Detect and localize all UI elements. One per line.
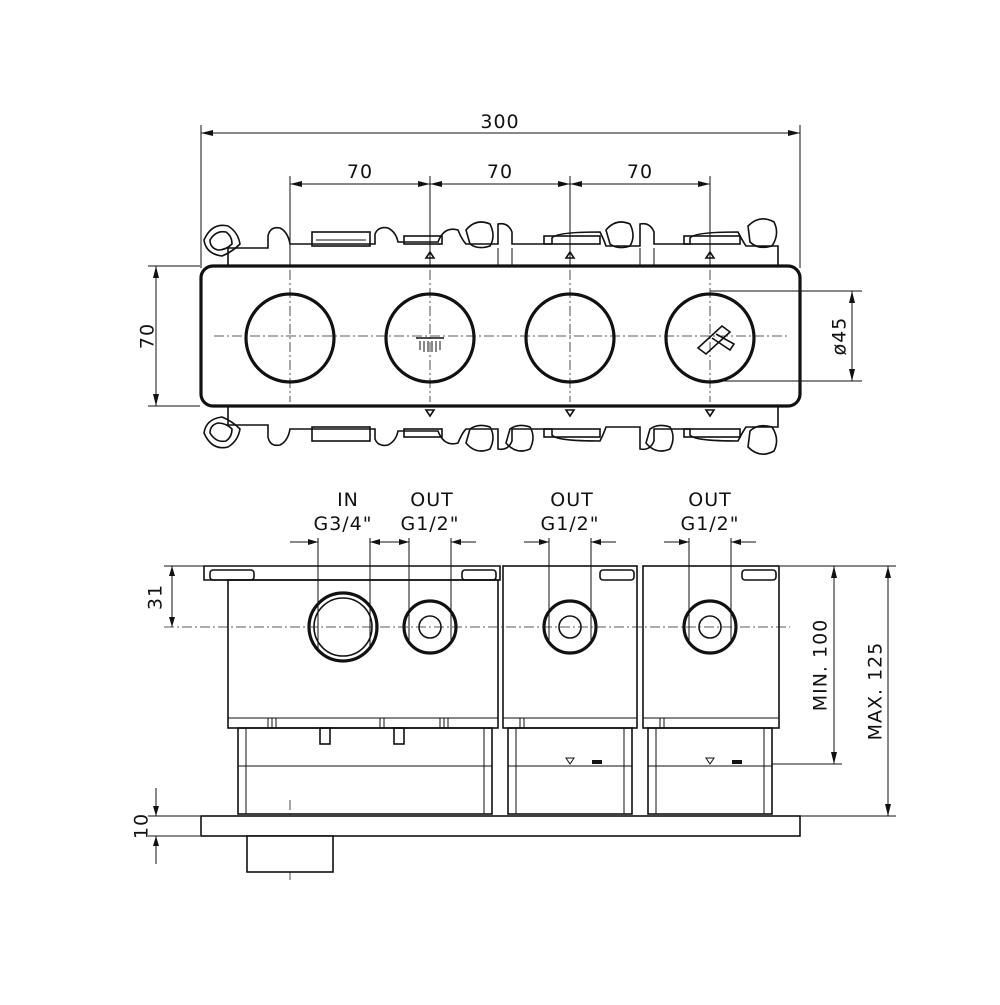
dim-spacing: 70 70 70: [289, 161, 711, 270]
port-1-type: IN: [337, 489, 359, 511]
dim-spacing-1: 70: [347, 161, 373, 183]
cover-plate: [199, 264, 802, 408]
dim-spacing-3: 70: [627, 161, 653, 183]
dim-plate-thickness-label: 10: [131, 813, 153, 839]
knob-2: [384, 292, 476, 384]
hand-shower-icon: [696, 324, 736, 356]
dim-top-offset: 31: [145, 565, 208, 627]
dim-plate-thickness: 10: [131, 788, 200, 864]
knob-3: [524, 292, 616, 384]
shower-head-icon: [416, 337, 444, 352]
port-2-type: OUT: [410, 489, 453, 511]
rear-body-bottom: [203, 405, 779, 455]
dim-plate-height-label: 70: [137, 323, 159, 349]
dim-diameter: ø45: [710, 290, 862, 382]
knob-1: [244, 292, 336, 384]
dim-min-depth: MIN. 100: [772, 565, 842, 765]
front-view: 300 70 70 70: [137, 111, 862, 455]
dim-total-width-label: 300: [480, 111, 519, 133]
dim-plate-height: 70: [137, 265, 200, 407]
dim-max-depth: MAX. 125: [800, 565, 896, 817]
dim-total-width: 300: [200, 111, 801, 268]
knob-4: [664, 292, 756, 384]
dim-min-depth-label: MIN. 100: [810, 619, 832, 712]
port-3-type: OUT: [550, 489, 593, 511]
cartridge-housing: [237, 727, 773, 815]
cover-plate-side: [200, 815, 801, 837]
port-4-thread: G1/2": [680, 513, 739, 535]
port-2-thread: G1/2": [400, 513, 459, 535]
dim-max-depth-label: MAX. 125: [865, 642, 887, 741]
dim-spacing-2: 70: [487, 161, 513, 183]
dim-diameter-label: ø45: [829, 317, 851, 356]
dim-top-offset-label: 31: [145, 584, 167, 610]
port-4-type: OUT: [688, 489, 731, 511]
spindle: [246, 835, 334, 873]
port-leaders: [290, 538, 756, 650]
port-1-thread: G3/4": [313, 513, 372, 535]
side-view: IN G3/4" OUT G1/2" OUT G1/2" OUT G1/2": [131, 489, 896, 880]
port-3-thread: G1/2": [540, 513, 599, 535]
